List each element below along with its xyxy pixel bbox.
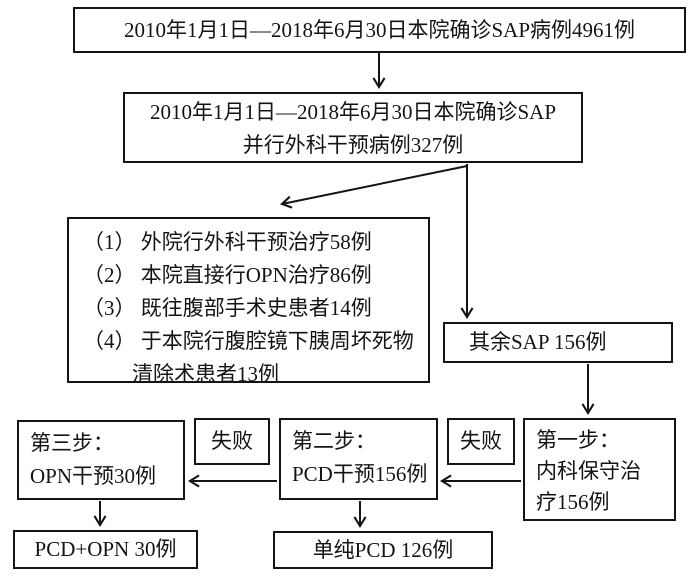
node-remaining-sap-label: 其余SAP 156例 [469, 330, 607, 354]
node-step1-conservative: 第一步： 内科保守治 疗156例 [523, 418, 676, 521]
node-step2-line-1: 第二步： [292, 429, 376, 453]
exclusion-item-4: （4） 于本院行腹腔镜下胰周坏死物 [83, 329, 414, 353]
exclusion-item-3: （3） 既往腹部手术史患者14例 [83, 296, 372, 320]
node-fail-step1-to-step2: 失败 [447, 418, 515, 465]
node-fail1-label: 失败 [211, 429, 253, 453]
node-fail-step2-to-step3: 失败 [194, 418, 270, 465]
node-step3-line-2: OPN干预30例 [30, 464, 157, 488]
node-surgical-line-2: 并行外科干预病例327例 [242, 133, 464, 157]
exclusion-item-1: （1） 外院行外科干预治疗58例 [83, 230, 372, 254]
node-pcd-only-label: 单纯PCD 126例 [312, 538, 454, 562]
node-step1-line-1: 第一步： [536, 428, 620, 452]
node-exclusion-list: （1） 外院行外科干预治疗58例 （2） 本院直接行OPN治疗86例 （3） 既… [67, 217, 430, 386]
node-step3-line-1: 第三步： [30, 431, 114, 455]
node-step1-line-2: 内科保守治 [536, 459, 641, 483]
arrow-surgical-to-excluded [280, 165, 468, 209]
node-step2-line-2: PCD干预156例 [292, 462, 428, 486]
node-pcd-plus-opn-label: PCD+OPN 30例 [34, 537, 177, 561]
node-surgical-intervention: 2010年1月1日—2018年6月30日本院确诊SAP 并行外科干预病例327例 [123, 92, 583, 163]
exclusion-item-2: （2） 本院直接行OPN治疗86例 [83, 263, 372, 287]
node-remaining-sap: 其余SAP 156例 [443, 322, 673, 363]
node-surgical-line-1: 2010年1月1日—2018年6月30日本院确诊SAP [149, 100, 557, 124]
exclusion-item-4-cont: 清除术患者13例 [132, 362, 279, 386]
node-total-cases: 2010年1月1日—2018年6月30日本院确诊SAP病例4961例 [73, 7, 686, 53]
node-step2-pcd: 第二步： PCD干预156例 [279, 418, 438, 500]
node-pcd-only: 单纯PCD 126例 [273, 531, 493, 569]
node-step1-line-3: 疗156例 [536, 490, 610, 514]
node-pcd-plus-opn: PCD+OPN 30例 [13, 530, 198, 569]
node-total-cases-label: 2010年1月1日—2018年6月30日本院确诊SAP病例4961例 [123, 18, 636, 42]
node-fail2-label: 失败 [460, 429, 502, 453]
node-step3-opn: 第三步： OPN干预30例 [17, 420, 185, 500]
